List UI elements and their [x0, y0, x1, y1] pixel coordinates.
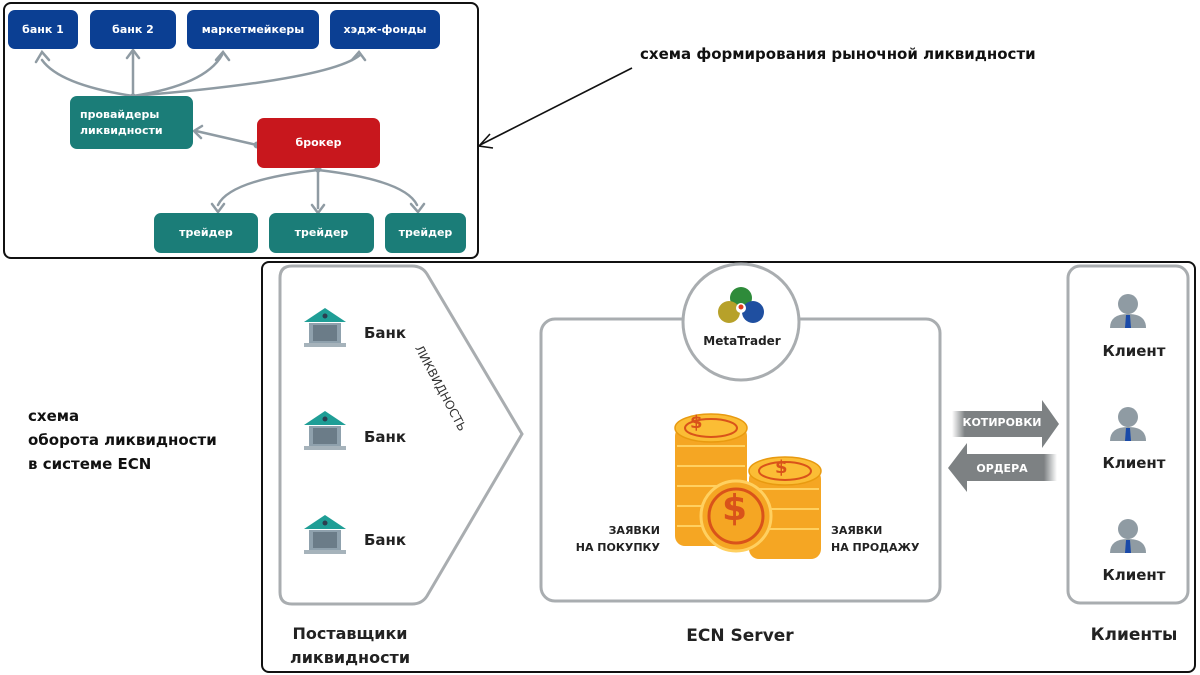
connector-broker-provider [194, 129, 259, 147]
connector-trader1 [216, 168, 320, 207]
caption-line: в системе ECN [28, 455, 152, 473]
connector-bank1 [40, 58, 135, 98]
client-avatar-icon [1110, 519, 1146, 553]
buy-orders-line: НА ПОКУПКУ [575, 541, 660, 554]
client-label: Клиент [1102, 454, 1166, 472]
bank-label: Банк [364, 531, 407, 549]
ecn-server-title: ECN Server [686, 626, 794, 646]
node-market-makers: маркетмейкеры [187, 10, 319, 49]
ecn-shapes [278, 262, 1190, 606]
metatrader-logo-icon [718, 287, 764, 323]
connector-trader3 [316, 168, 419, 207]
orders-arrow-icon [948, 443, 1057, 492]
node-broker: брокер [257, 118, 380, 168]
clients-title: Клиенты [1090, 625, 1178, 645]
coins-icon [674, 413, 822, 559]
sell-orders-line: НА ПРОДАЖУ [831, 541, 920, 554]
metatrader-label: MetaTrader [703, 334, 781, 348]
node-trader-3: трейдер [385, 213, 466, 253]
coin-symbol: $ [690, 412, 703, 433]
ecn-diagram-frame [261, 261, 1196, 673]
top-connectors [34, 47, 426, 216]
caption-line: оборота ликвидности [28, 431, 217, 449]
client-label: Клиент [1102, 342, 1166, 360]
client-label: Клиент [1102, 566, 1166, 584]
coin-symbol: $ [775, 457, 788, 478]
client-avatar-icon [1110, 407, 1146, 441]
sell-orders-line: ЗАЯВКИ [831, 524, 883, 537]
client-avatar-icon [1110, 294, 1146, 328]
providers-title-line: Поставщики [292, 624, 408, 643]
bank-icon [304, 515, 346, 554]
providers-container [278, 264, 524, 606]
node-bank-1: банк 1 [8, 10, 78, 49]
quotes-arrow-label: КОТИРОВКИ [962, 416, 1042, 429]
node-trader-2: трейдер [269, 213, 374, 253]
coin-symbol: $ [722, 488, 748, 529]
bank-icon [304, 308, 346, 347]
caption-market-liquidity: схема формирования рыночной ликвидности [640, 45, 1036, 63]
bank-label: Банк [364, 428, 407, 446]
node-bank-2: банк 2 [90, 10, 176, 49]
node-trader-1: трейдер [154, 213, 258, 253]
connector-hedgefunds [131, 53, 362, 98]
providers-title-line: ликвидности [289, 648, 411, 667]
clients-container [1066, 264, 1190, 605]
bank-label: Банк [364, 324, 407, 342]
connector-marketmakers [131, 53, 224, 98]
market-liquidity-diagram-frame [3, 2, 479, 259]
metatrader-circle [681, 262, 801, 382]
quotes-arrow-icon [952, 400, 1059, 448]
orders-arrow-label: ОРДЕРА [976, 462, 1028, 475]
sell-orders-label: ЗАЯВКИ НА ПРОДАЖУ [831, 522, 919, 556]
bank-icon [304, 411, 346, 450]
node-hedge-funds: хэдж-фонды [330, 10, 440, 49]
providers-title: Поставщики ликвидности [280, 622, 420, 670]
buy-orders-line: ЗАЯВКИ [608, 524, 660, 537]
node-liquidity-providers: провайдеры ликвидности [70, 96, 193, 149]
annotation-arrow-icon [477, 67, 633, 149]
buy-orders-label: ЗАЯВКИ НА ПОКУПКУ [570, 522, 660, 556]
caption-ecn-liquidity: схема оборота ликвидности в системе ECN [28, 404, 217, 476]
caption-line: схема [28, 407, 80, 425]
